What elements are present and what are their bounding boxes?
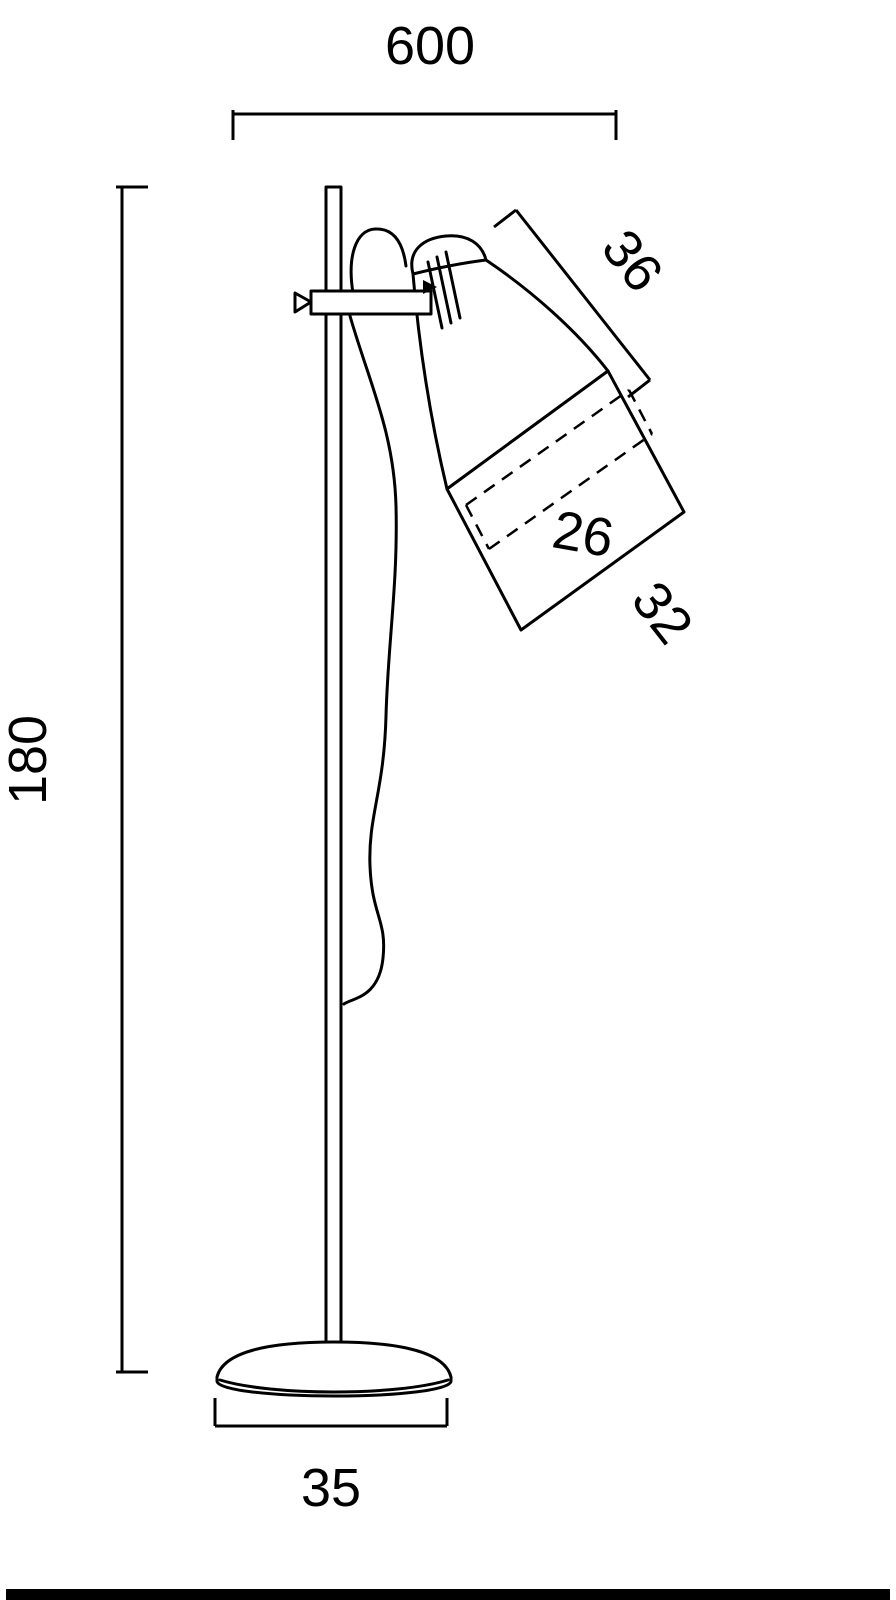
power-cable bbox=[342, 227, 408, 1006]
shade-hidden-edge-bottom bbox=[488, 432, 653, 551]
footer-bar bbox=[6, 1589, 890, 1600]
hinge-detail bbox=[423, 250, 462, 330]
height-dimension: 180 bbox=[0, 185, 148, 1374]
base-body bbox=[215, 1340, 453, 1398]
shade-inner-dimension-label: 26 bbox=[548, 500, 618, 570]
pole-clamp-bracket bbox=[293, 289, 433, 316]
base-width-dimension: 35 bbox=[213, 1398, 449, 1518]
shade-hidden-edge-right bbox=[627, 389, 654, 435]
height-dimension-label: 180 bbox=[0, 715, 58, 805]
cable-hanging bbox=[342, 314, 398, 1006]
shade-outer-dimension-label: 32 bbox=[620, 571, 704, 655]
head-depth-dimension-label: 36 bbox=[590, 219, 674, 303]
lamp-base bbox=[215, 1340, 453, 1398]
shade-hidden-edge-top bbox=[465, 388, 630, 507]
base-width-dimension-label: 35 bbox=[301, 1458, 361, 1518]
head-depth-start-tick bbox=[493, 208, 517, 229]
shade-hidden-edge-left bbox=[464, 504, 491, 550]
hinge-hatch-line bbox=[426, 260, 444, 330]
head-depth-end-tick bbox=[627, 378, 651, 399]
lamp-head bbox=[410, 234, 686, 632]
lamp-head-back-cap bbox=[410, 234, 488, 275]
cable-top-loop bbox=[349, 227, 408, 295]
lamp-head-body bbox=[411, 258, 610, 491]
top-width-dimension-label: 600 bbox=[385, 16, 475, 76]
clamp-bracket-body bbox=[309, 289, 433, 316]
lamp-pole bbox=[324, 185, 343, 1347]
base-bottom-seam bbox=[218, 1378, 450, 1394]
lamp-shade-front-lip bbox=[445, 369, 686, 632]
hinge-hatch-line bbox=[444, 250, 462, 320]
hinge-knob-triangle bbox=[423, 280, 437, 294]
clamp-knob-triangle bbox=[293, 291, 313, 314]
hinge-hatch-line bbox=[435, 255, 453, 325]
top-width-dimension: 600 bbox=[231, 16, 618, 140]
head-depth-dimension-line bbox=[514, 209, 652, 381]
